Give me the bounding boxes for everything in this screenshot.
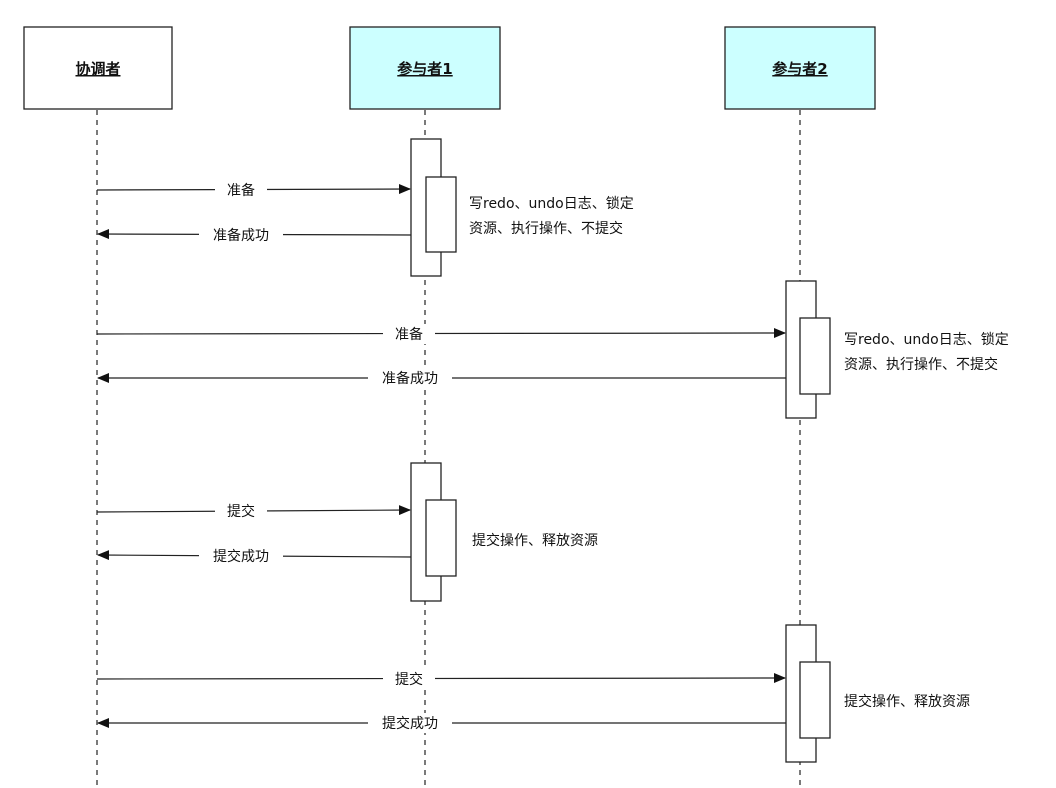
message-label: 提交: [227, 503, 255, 520]
message-commit-ok-participant2: 提交成功: [97, 713, 786, 733]
message-label-bg: [383, 669, 435, 689]
actor-box-coordinator: [23, 26, 173, 110]
message-commit-participant2: 提交: [96, 669, 786, 689]
actor-participant1: 参与者1: [349, 26, 501, 110]
message-arrow: [96, 328, 786, 339]
message-label: 提交: [395, 671, 423, 688]
note-line: 提交操作、释放资源: [472, 532, 598, 549]
message-label: 准备: [395, 326, 423, 343]
message-label-bg: [199, 225, 283, 245]
actor-label-participant2: 参与者2: [772, 60, 827, 78]
message-label-bg: [383, 324, 435, 344]
actor-coordinator: 协调者: [23, 26, 173, 110]
message-arrow: [96, 673, 786, 684]
message-label-bg: [215, 180, 267, 200]
actor-box-participant1: [349, 26, 501, 110]
actor-label-participant1: 参与者1: [397, 60, 452, 78]
message-label: 提交成功: [213, 548, 269, 565]
actor-participant2: 参与者2: [724, 26, 876, 110]
note-participant1-prepare: 写redo、undo日志、锁定 资源、执行操作、不提交: [469, 196, 634, 237]
message-prepare-ok-participant2: 准备成功: [97, 368, 786, 388]
note-participant2-prepare: 写redo、undo日志、锁定 资源、执行操作、不提交: [844, 332, 1009, 373]
note-participant2-commit: 提交操作、释放资源: [844, 693, 970, 710]
note-line: 写redo、undo日志、锁定: [469, 196, 634, 212]
message-prepare-ok-participant1: 准备成功: [97, 225, 412, 245]
note-line: 写redo、undo日志、锁定: [844, 332, 1009, 348]
message-label: 准备: [227, 182, 255, 199]
note-line: 资源、执行操作、不提交: [469, 220, 623, 237]
actor-label-coordinator: 协调者: [75, 60, 120, 78]
message-label: 提交成功: [382, 715, 438, 732]
message-prepare-participant2: 准备: [96, 324, 786, 344]
message-label-bg: [368, 368, 452, 388]
activation-participant1-commit-inner: [425, 499, 457, 577]
activation-participant2-commit-inner: [799, 661, 831, 739]
message-label: 准备成功: [213, 227, 269, 244]
activation-participant2-prepare-inner: [799, 317, 831, 395]
message-label-bg: [368, 713, 452, 733]
note-line: 资源、执行操作、不提交: [844, 356, 998, 373]
note-line: 提交操作、释放资源: [844, 693, 970, 710]
message-label-bg: [199, 546, 283, 566]
message-prepare-participant1: 准备: [96, 180, 411, 200]
actor-box-participant2: [724, 26, 876, 110]
activation-participant1-prepare-inner: [425, 176, 457, 253]
message-commit-ok-participant1: 提交成功: [97, 546, 412, 566]
message-label-bg: [215, 501, 267, 521]
message-commit-participant1: 提交: [96, 501, 411, 521]
note-participant1-commit: 提交操作、释放资源: [472, 532, 598, 549]
message-label: 准备成功: [382, 370, 438, 387]
